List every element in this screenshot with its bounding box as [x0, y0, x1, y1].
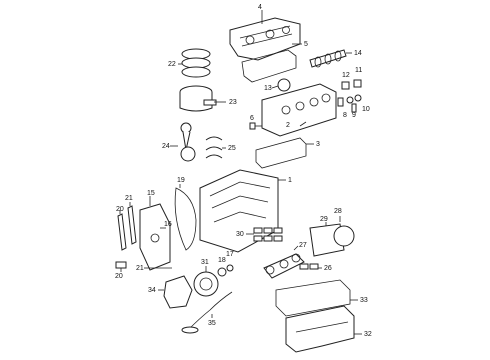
- engine-block: [199, 169, 286, 253]
- callout-15: 15: [147, 190, 155, 197]
- oil-pan: [285, 305, 362, 353]
- piston: [179, 85, 226, 112]
- callout-28: 28: [334, 208, 342, 215]
- callout-29: 29: [320, 216, 328, 223]
- crank-pulley: [193, 266, 219, 297]
- valve-cover-gasket: [241, 49, 297, 83]
- piston-rings: [178, 48, 211, 78]
- callout-2: 2: [286, 122, 290, 129]
- callout-33: 33: [360, 297, 368, 304]
- main-bearings: [246, 227, 283, 242]
- callout-24: 24: [162, 143, 170, 150]
- valve-cover: [229, 10, 301, 61]
- chain-tensioner: [115, 261, 127, 272]
- callout-18: 18: [218, 257, 226, 264]
- oil-pickup-tube: [181, 291, 233, 334]
- head-bolt: [249, 122, 262, 130]
- callout-21-upper: 21: [125, 195, 133, 202]
- callout-30: 30: [236, 231, 244, 238]
- callout-6: 6: [250, 115, 254, 122]
- cylinder-head: [261, 83, 337, 137]
- callout-25: 25: [228, 145, 236, 152]
- callout-32: 32: [364, 331, 372, 338]
- rear-main-seal: [309, 216, 355, 257]
- callout-13: 13: [264, 85, 272, 92]
- callout-26: 26: [324, 265, 332, 272]
- callout-31: 31: [201, 259, 209, 266]
- callout-35: 35: [208, 320, 216, 327]
- timing-chain: [174, 184, 197, 251]
- front-seal: [217, 264, 234, 277]
- callout-4: 4: [258, 4, 262, 11]
- callout-10: 10: [362, 106, 370, 113]
- callout-20-upper: 20: [116, 206, 124, 213]
- chain-guide-upper: [127, 202, 137, 245]
- callout-3: 3: [316, 141, 320, 148]
- cam-sprocket: [271, 78, 291, 92]
- camshaft: [309, 49, 352, 68]
- callout-9: 9: [352, 112, 356, 119]
- callout-1: 1: [288, 177, 292, 184]
- callout-27: 27: [299, 242, 307, 249]
- callout-5: 5: [304, 41, 308, 48]
- crankshaft: [263, 245, 305, 279]
- timing-cover: [139, 196, 171, 271]
- head-gasket: [255, 137, 307, 169]
- callout-21-lower: 21: [136, 265, 144, 272]
- chain-guide-left: [117, 210, 127, 251]
- oil-pan-gasket: [275, 279, 351, 317]
- oil-pump: [158, 275, 193, 309]
- callout-19: 19: [177, 177, 185, 184]
- callout-20-lower: 20: [115, 273, 123, 280]
- callout-22: 22: [168, 61, 176, 68]
- rod-bearings: [205, 136, 226, 159]
- callout-11: 11: [355, 67, 362, 74]
- callout-8: 8: [343, 112, 347, 119]
- callout-34: 34: [148, 287, 156, 294]
- valve-train-small-parts: [337, 79, 362, 113]
- crank-bearings-lower: [299, 263, 322, 270]
- callout-12: 12: [342, 72, 350, 79]
- callout-14: 14: [354, 50, 362, 57]
- callout-16: 16: [164, 221, 172, 228]
- connecting-rod: [170, 122, 196, 162]
- callout-23: 23: [229, 99, 237, 106]
- callout-17: 17: [226, 251, 234, 258]
